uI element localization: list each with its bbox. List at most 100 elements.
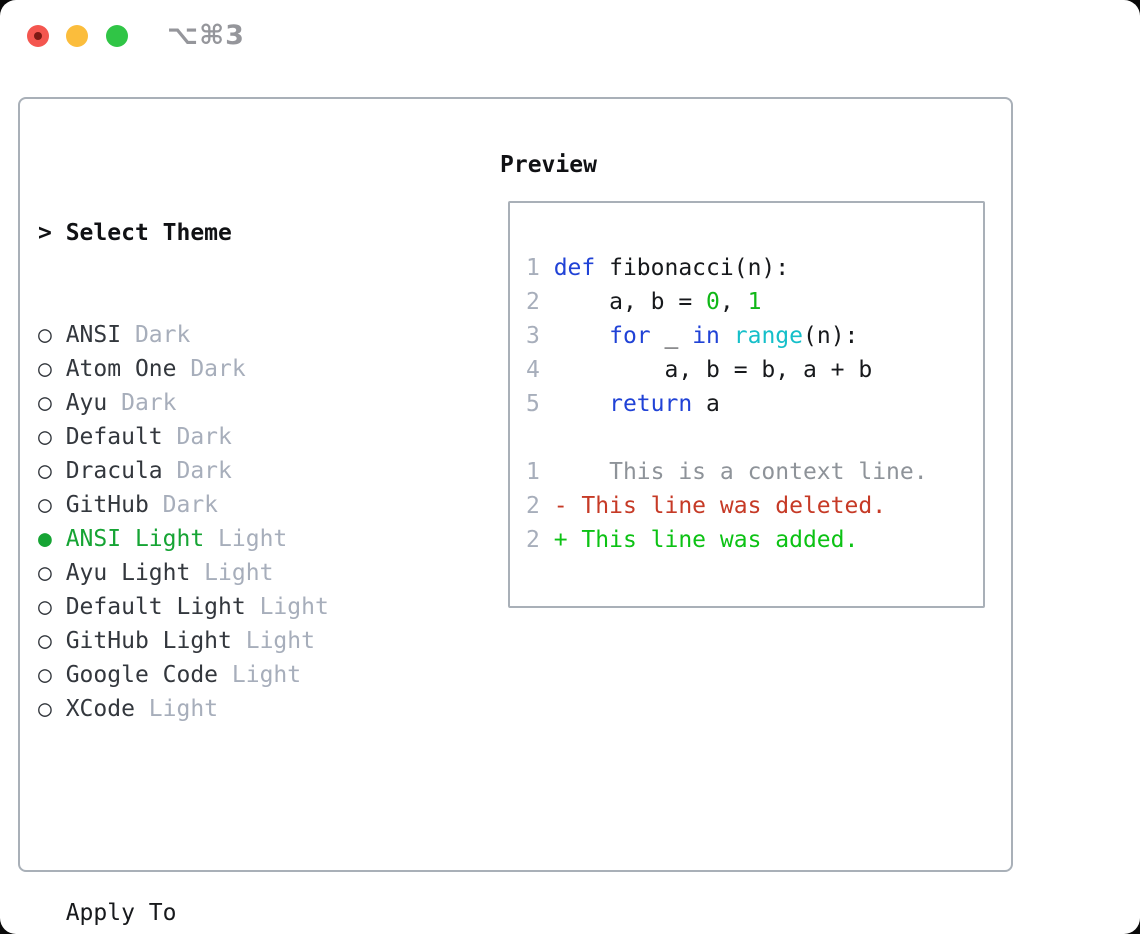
select-theme-title: Select Theme	[65, 220, 232, 246]
theme-picker: > Select Theme ○ ANSI Dark○ Atom One Dar…	[38, 148, 426, 934]
code-token-plain	[554, 391, 609, 417]
theme-item-label: Dracula	[65, 458, 163, 484]
theme-item-google-code[interactable]: ○ Google Code Light	[38, 658, 426, 692]
select-theme-header: > Select Theme	[38, 216, 426, 250]
code-line	[526, 421, 983, 455]
theme-item-label: XCode	[65, 696, 135, 722]
theme-item-xcode[interactable]: ○ XCode Light	[38, 692, 426, 726]
code-token-number: 1	[747, 289, 762, 315]
line-number: 2	[526, 493, 554, 519]
theme-item-label: GitHub	[65, 492, 149, 518]
line-number	[526, 425, 554, 451]
line-number: 2	[526, 527, 554, 553]
code-line: 2 + This line was added.	[526, 523, 983, 557]
window-shortcut-label: ⌥⌘3	[167, 20, 245, 51]
code-token-plain: a	[692, 391, 720, 417]
radio-icon: ○	[38, 458, 66, 484]
code-line: 5 return a	[526, 387, 983, 421]
code-token-plain: fibonacci(n):	[595, 255, 790, 281]
apply-to-header: Apply To	[38, 896, 426, 930]
theme-picker-panel: > Select Theme ○ ANSI Dark○ Atom One Dar…	[18, 97, 1013, 926]
radio-icon: ○	[38, 356, 66, 382]
code-token-plain	[554, 323, 609, 349]
preview-box: 1 def fibonacci(n): 2 a, b = 0, 1 3 for _ …	[508, 201, 985, 608]
line-number: 2	[526, 289, 554, 315]
code-token-plain	[720, 323, 734, 349]
line-number: 4	[526, 357, 554, 383]
theme-variant-label: Dark	[121, 322, 191, 348]
theme-item-github[interactable]: ○ GitHub Dark	[38, 488, 426, 522]
theme-item-label: ANSI	[65, 322, 122, 348]
theme-item-label: Atom One	[65, 356, 177, 382]
theme-item-label: Ayu Light	[65, 560, 191, 586]
theme-variant-label: Light	[245, 594, 329, 620]
radio-icon: ○	[38, 390, 66, 416]
theme-variant-label: Dark	[176, 356, 246, 382]
code-token-plain: a, b =	[553, 289, 707, 315]
preview-code: 1 def fibonacci(n): 2 a, b = 0, 1 3 for _ …	[510, 203, 983, 557]
line-number: 3	[526, 323, 554, 349]
theme-variant-label: Dark	[148, 492, 219, 518]
apply-to-title: Apply To	[65, 900, 177, 926]
theme-variant-label: Light	[218, 662, 302, 688]
code-line: 2 - This line was deleted.	[526, 489, 983, 523]
code-token-keyword: for	[609, 323, 651, 349]
code-token-plain: (n):	[803, 323, 859, 349]
theme-list: ○ ANSI Dark○ Atom One Dark○ Ayu Dark○ De…	[38, 318, 426, 726]
window-titlebar: ⌥⌘3	[0, 0, 1140, 72]
theme-item-ayu[interactable]: ○ Ayu Dark	[38, 386, 426, 420]
code-token-keyword: return	[609, 391, 693, 417]
radio-icon: ○	[38, 628, 66, 654]
theme-item-label: Ayu	[65, 390, 108, 416]
theme-item-atom-one[interactable]: ○ Atom One Dark	[38, 352, 426, 386]
theme-item-ayu-light[interactable]: ○ Ayu Light Light	[38, 556, 426, 590]
theme-variant-label: Light	[134, 696, 219, 722]
theme-item-dracula[interactable]: ○ Dracula Dark	[38, 454, 426, 488]
theme-item-ansi-light[interactable]: ● ANSI Light Light	[38, 522, 426, 556]
theme-variant-label: Dark	[107, 390, 177, 416]
theme-variant-label: Light	[231, 628, 315, 654]
theme-variant-label: Dark	[162, 458, 232, 484]
radio-icon: ○	[38, 492, 66, 518]
radio-icon: ○	[38, 696, 66, 722]
theme-variant-label: Dark	[162, 424, 232, 450]
close-dot-icon	[34, 32, 42, 40]
close-button[interactable]	[27, 25, 49, 47]
code-line: 1 def fibonacci(n):	[526, 251, 983, 285]
radio-icon: ○	[38, 594, 66, 620]
code-token-plain: ,	[719, 289, 748, 315]
theme-variant-label: Light	[204, 526, 288, 552]
radio-icon: ○	[38, 560, 66, 586]
zoom-button[interactable]	[106, 25, 128, 47]
code-token-added: + This line was added.	[553, 527, 859, 553]
theme-item-label: Google Code	[65, 662, 219, 688]
theme-item-label: Default	[65, 424, 163, 450]
code-token-number: 0	[706, 289, 720, 315]
line-number: 5	[526, 391, 554, 417]
radio-icon: ○	[38, 662, 66, 688]
code-token-plain: _	[650, 323, 693, 349]
prompt-caret-icon: >	[38, 220, 66, 246]
theme-item-github-light[interactable]: ○ GitHub Light Light	[38, 624, 426, 658]
theme-item-default[interactable]: ○ Default Dark	[38, 420, 426, 454]
theme-item-label: ANSI Light	[65, 526, 205, 552]
code-line: 4 a, b = b, a + b	[526, 353, 983, 387]
minimize-button[interactable]	[66, 25, 88, 47]
theme-variant-label: Light	[190, 560, 274, 586]
code-token-builtin: range	[733, 323, 803, 349]
code-token-context: This is a context line.	[553, 459, 928, 485]
theme-item-default-light[interactable]: ○ Default Light Light	[38, 590, 426, 624]
code-line: 3 for _ in range(n):	[526, 319, 983, 353]
code-token-plain: a, b = b, a + b	[553, 357, 873, 383]
code-token-keyword: def	[553, 255, 596, 281]
code-token-keyword: in	[692, 323, 720, 349]
radio-icon: ○	[38, 424, 66, 450]
line-number: 1	[526, 459, 554, 485]
code-line: 1 This is a context line.	[526, 455, 983, 489]
theme-item-ansi[interactable]: ○ ANSI Dark	[38, 318, 426, 352]
code-token-deleted: - This line was deleted.	[553, 493, 887, 519]
spacer	[38, 794, 426, 828]
radio-icon: ○	[38, 322, 66, 348]
theme-item-label: Default Light	[65, 594, 246, 620]
